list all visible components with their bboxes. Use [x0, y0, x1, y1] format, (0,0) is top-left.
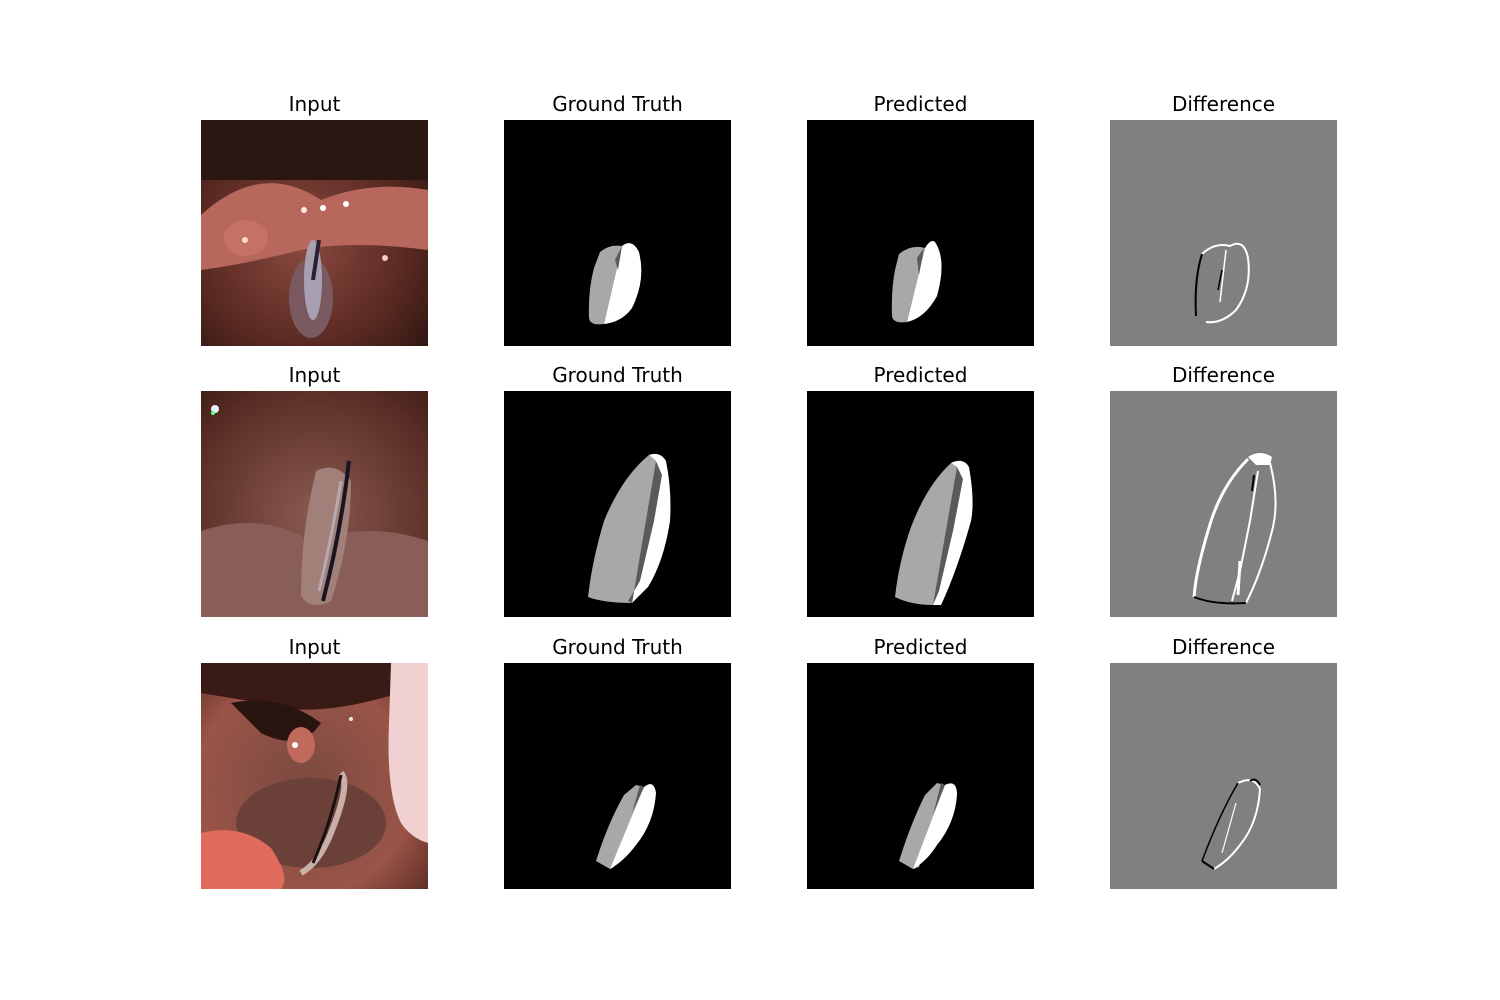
segmentation-mask: [807, 391, 1034, 617]
segmentation-mask: [807, 120, 1034, 346]
panel-title-ground-truth: Ground Truth: [552, 635, 683, 659]
difference-map: [1110, 120, 1337, 346]
panel-title-ground-truth: Ground Truth: [552, 363, 683, 387]
segmentation-mask: [504, 120, 731, 346]
difference-image: [1110, 391, 1337, 617]
difference-map: [1110, 391, 1337, 617]
panel-title-difference: Difference: [1171, 92, 1276, 116]
panel-title-predicted: Predicted: [873, 635, 968, 659]
panel-title-ground-truth: Ground Truth: [552, 92, 683, 116]
panel-title-difference: Difference: [1171, 635, 1276, 659]
input-image: [201, 391, 428, 617]
endoscopy-photo: [201, 391, 428, 617]
panel-title-input: Input: [288, 635, 341, 659]
endoscopy-photo: [201, 663, 428, 889]
predicted-mask: [807, 120, 1034, 346]
predicted-mask: [807, 663, 1034, 889]
endoscopy-photo: [201, 120, 428, 346]
difference-image: [1110, 120, 1337, 346]
panel-title-input: Input: [288, 92, 341, 116]
segmentation-mask: [807, 663, 1034, 889]
input-image: [201, 663, 428, 889]
segmentation-mask: [504, 663, 731, 889]
panel-title-predicted: Predicted: [873, 92, 968, 116]
panel-title-difference: Difference: [1171, 363, 1276, 387]
input-image: [201, 120, 428, 346]
ground-truth-mask: [504, 391, 731, 617]
panel-title-predicted: Predicted: [873, 363, 968, 387]
segmentation-mask: [504, 391, 731, 617]
panel-title-input: Input: [288, 363, 341, 387]
ground-truth-mask: [504, 120, 731, 346]
predicted-mask: [807, 391, 1034, 617]
difference-image: [1110, 663, 1337, 889]
difference-map: [1110, 663, 1337, 889]
ground-truth-mask: [504, 663, 731, 889]
